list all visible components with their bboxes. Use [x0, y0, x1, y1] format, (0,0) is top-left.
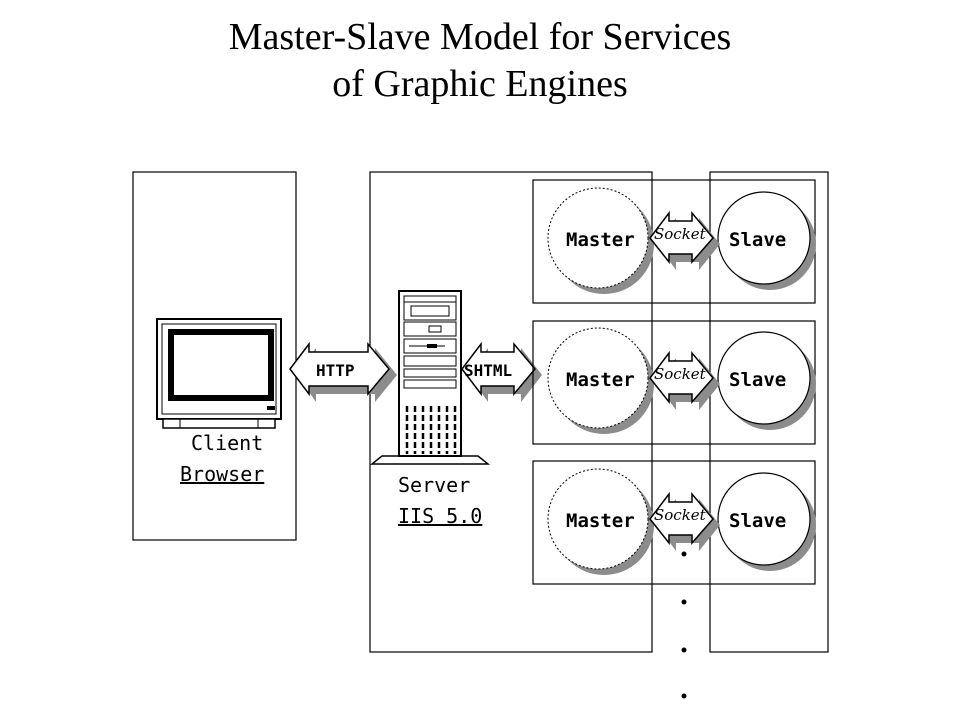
slave-circle	[717, 472, 811, 566]
client-label: Client	[191, 431, 263, 455]
crt-monitor-icon	[156, 318, 282, 429]
slave-label: Slave	[729, 229, 786, 251]
double-arrow-icon	[649, 210, 714, 265]
engine-row-1: Master Socket Slave	[532, 179, 816, 304]
engine-row-3: Master Socket Slave	[532, 460, 816, 585]
server-label: Server	[398, 473, 470, 497]
http-label: HTTP	[316, 361, 355, 380]
socket-label: Socket	[654, 365, 707, 383]
client-sublabel: Browser	[180, 462, 264, 486]
client-box	[132, 171, 297, 541]
master-label: Master	[566, 369, 635, 391]
shtml-label: SHTML	[464, 361, 512, 380]
slave-column-box	[709, 171, 829, 653]
shtml-double-arrow	[461, 341, 542, 402]
engine-row-2: Master Socket Slave	[532, 320, 816, 445]
vertical-ellipsis-icon	[681, 551, 687, 699]
slave-label: Slave	[729, 510, 786, 532]
title-line-1: Master-Slave Model for Services	[228, 16, 732, 58]
master-circle	[547, 327, 649, 429]
slave-circle	[717, 331, 811, 425]
socket-label: Socket	[654, 225, 707, 243]
http-double-arrow	[289, 341, 397, 402]
master-label: Master	[566, 229, 635, 251]
socket-label: Socket	[654, 506, 707, 524]
master-label: Master	[566, 510, 635, 532]
slave-label: Slave	[729, 369, 786, 391]
title-line-2: of Graphic Engines	[332, 63, 628, 105]
server-box	[369, 171, 653, 653]
double-arrow-icon	[649, 350, 714, 405]
master-circle	[547, 468, 649, 570]
slide-title: Master-Slave Model for Services of Graph…	[0, 14, 960, 108]
server-sublabel: IIS 5.0	[398, 504, 482, 528]
tower-server-icon	[369, 290, 491, 465]
master-circle	[547, 187, 649, 289]
slave-circle	[717, 191, 811, 285]
double-arrow-icon	[649, 491, 714, 546]
